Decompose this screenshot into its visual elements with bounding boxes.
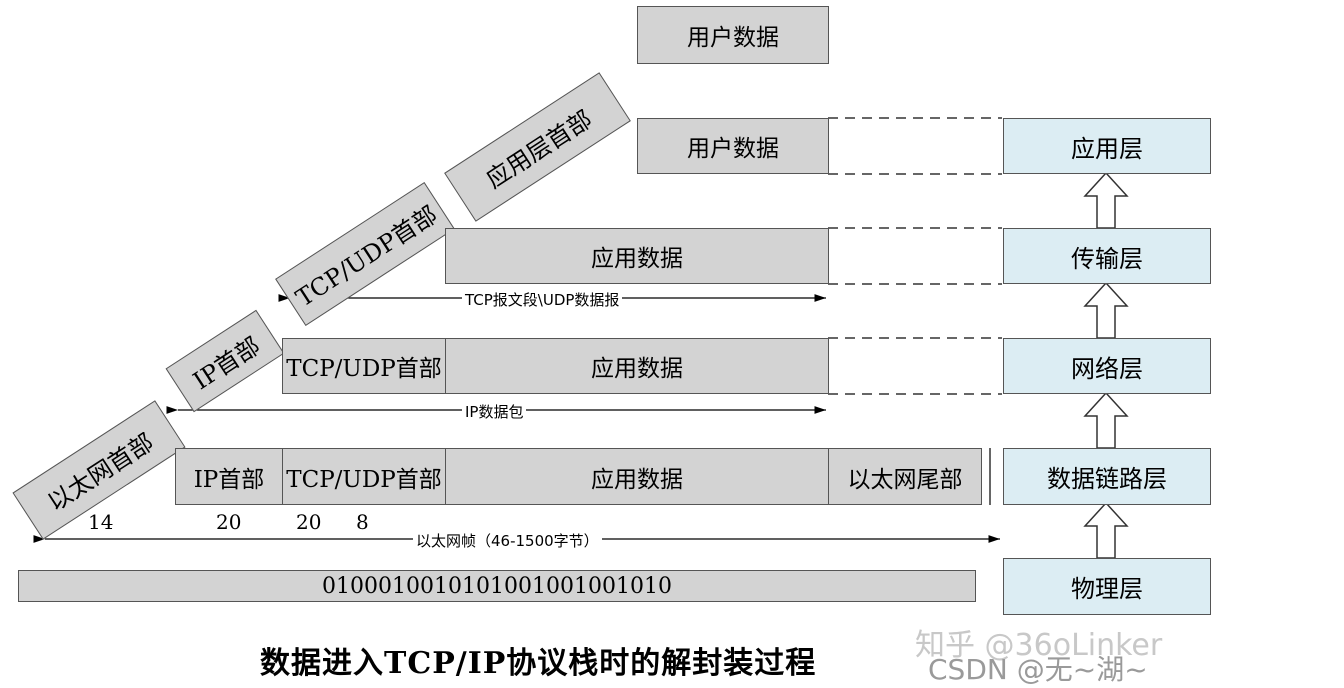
ethernet-frame-label: 以太网帧（46-1500字节）: [413, 530, 602, 551]
csdn-watermark: CSDN @无~湖~: [928, 653, 1148, 686]
app-data-box: 应用数据: [445, 448, 829, 505]
tcp-udp-header-box: TCP/UDP首部: [282, 448, 446, 505]
user-data-box: 用户数据: [637, 118, 829, 174]
transport-layer: 传输层: [1003, 228, 1211, 284]
tcp-header-size: 20: [296, 510, 322, 534]
ip-header-size: 20: [216, 510, 242, 534]
user-data-box: 用户数据: [637, 6, 829, 64]
ethernet-trailer-box: 以太网尾部: [828, 448, 982, 505]
application-layer: 应用层: [1003, 118, 1211, 174]
network-layer: 网络层: [1003, 338, 1211, 394]
ip-packet-label: IP数据包: [462, 401, 527, 422]
zhihu-watermark: 知乎 @36oLinker: [915, 628, 1163, 663]
diagram-caption: 数据进入TCP/IP协议栈时的解封装过程: [260, 646, 817, 681]
tcp-udp-header-box: TCP/UDP首部: [282, 338, 446, 394]
up-arrow-icon: [1083, 501, 1129, 559]
eth-header-size: 14: [88, 510, 114, 534]
up-arrow-icon: [1083, 391, 1129, 449]
ip-header-box: IP首部: [175, 448, 283, 505]
datalink-layer: 数据链路层: [1003, 448, 1211, 505]
app-data-box: 应用数据: [445, 338, 829, 394]
up-arrow-icon: [1083, 281, 1129, 339]
tcp-segment-label: TCP报文段\UDP数据报: [462, 289, 623, 310]
app-data-box: 应用数据: [445, 228, 829, 284]
up-arrow-icon: [1083, 171, 1129, 229]
physical-layer: 物理层: [1003, 558, 1211, 615]
bitstream-box: 0100010010101001001001010: [18, 570, 976, 602]
udp-header-size: 8: [356, 510, 369, 534]
